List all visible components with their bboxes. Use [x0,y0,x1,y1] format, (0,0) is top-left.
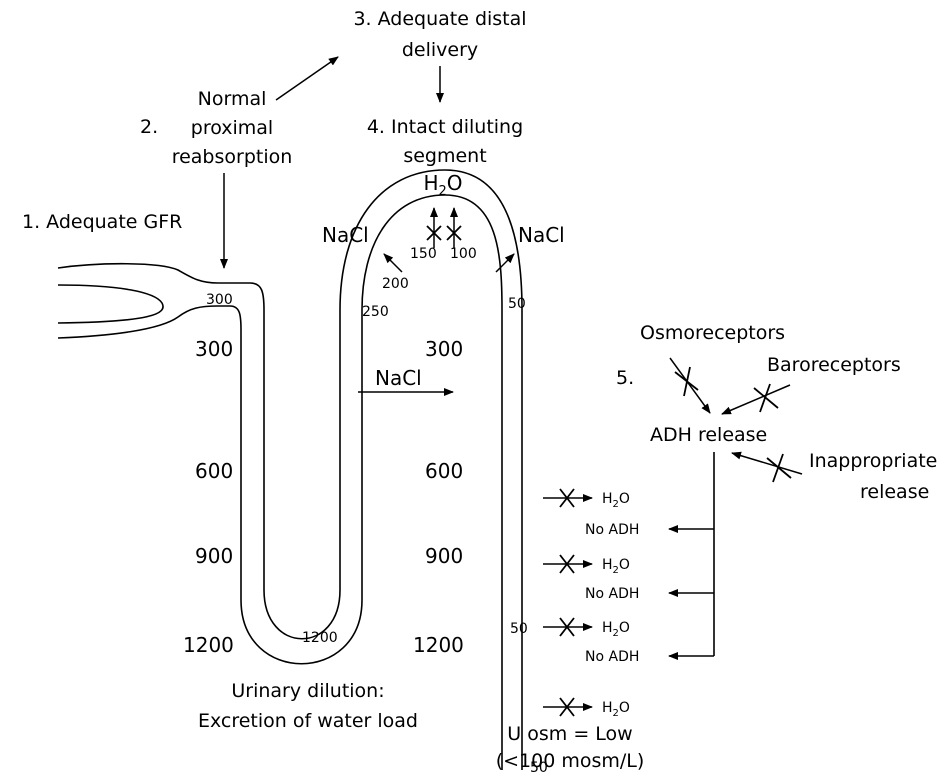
interstitium-right-300: 300 [425,337,463,361]
tubule-value-loop-bottom: 1200 [302,630,338,646]
water-label-4: H2O [602,700,630,719]
water-label-1: H2O [602,491,630,510]
step-2-number: 2. [140,116,158,138]
interstitium-right-900: 900 [425,544,463,568]
arrow-to-step-3 [276,57,338,100]
nacl-label-left: NaCl [322,223,369,247]
no-adh-label-2: No ADH [585,586,639,602]
step-5-number: 5. [616,367,634,389]
tubule-value-250: 250 [362,304,389,320]
glomerulus-capsule [58,285,163,323]
step-2-line-3: reabsorption [172,146,293,168]
nacl-label-ascending: NaCl [375,366,422,390]
interstitium-left-900: 900 [195,544,233,568]
inappropriate-label-2: release [860,481,929,503]
adh-regulation: 5. Osmoreceptors Baroreceptors ADH relea… [585,322,937,665]
step-1-adequate-gfr: 1. Adequate GFR [22,211,182,233]
step-4-diluting-segment: 4. Intact diluting segment [367,116,523,167]
step-3-line-2: delivery [402,39,478,61]
osmoreceptor-arrow [670,358,710,413]
adh-release-label: ADH release [650,424,767,446]
tubule-value-150: 150 [410,246,437,262]
dilution-caption-line-2: Excretion of water load [198,710,418,732]
interstitium-left-600: 600 [195,459,233,483]
no-adh-label-1: No ADH [585,522,639,538]
step-4-line-2: segment [403,145,486,167]
step-3-line-1: 3. Adequate distal [353,8,526,30]
baroreceptor-block-cross [754,384,778,412]
water-label-3: H2O [602,620,630,639]
loop-top-water: H2O [423,171,462,248]
interstitium-left-300: 300 [195,337,233,361]
water-label-2: H2O [602,557,630,576]
nacl-label-right: NaCl [518,223,565,247]
step-2-line-1: Normal [198,88,267,110]
no-adh-label-3: No ADH [585,649,639,665]
baroreceptors-label: Baroreceptors [767,354,901,376]
h2o-top-label: H2O [423,171,462,199]
step-2-proximal-reabsorption: 2. Normal proximal reabsorption [140,57,338,268]
tubule-value-proximal: 300 [206,292,233,308]
step-4-line-1: 4. Intact diluting [367,116,523,138]
interstitium-left-1200: 1200 [183,633,234,657]
step-3-distal-delivery: 3. Adequate distal delivery [353,8,526,102]
step-2-line-2: proximal [191,117,273,139]
interstitium-right-1200: 1200 [413,633,464,657]
tubule-value-200: 200 [382,276,409,292]
tubule-value-collecting-50: 50 [510,621,528,637]
dilution-caption-line-1: Urinary dilution: [231,680,384,702]
tubule-value-distal-50: 50 [508,296,526,312]
inappropriate-label-1: Inappropriate [809,450,937,472]
urine-osm-line-1: U osm = Low [507,723,632,745]
interstitium-left-column: 300 600 900 1200 [183,337,234,657]
urine-osm-line-2: (<100 mosm/L) [496,750,645,772]
inappropriate-block-cross [767,454,791,482]
inappropriate-arrow [732,453,802,474]
osmoreceptors-label: Osmoreceptors [640,322,785,344]
interstitium-right-600: 600 [425,459,463,483]
tubule-value-100: 100 [450,246,477,262]
nacl-arrow-left [384,254,402,272]
